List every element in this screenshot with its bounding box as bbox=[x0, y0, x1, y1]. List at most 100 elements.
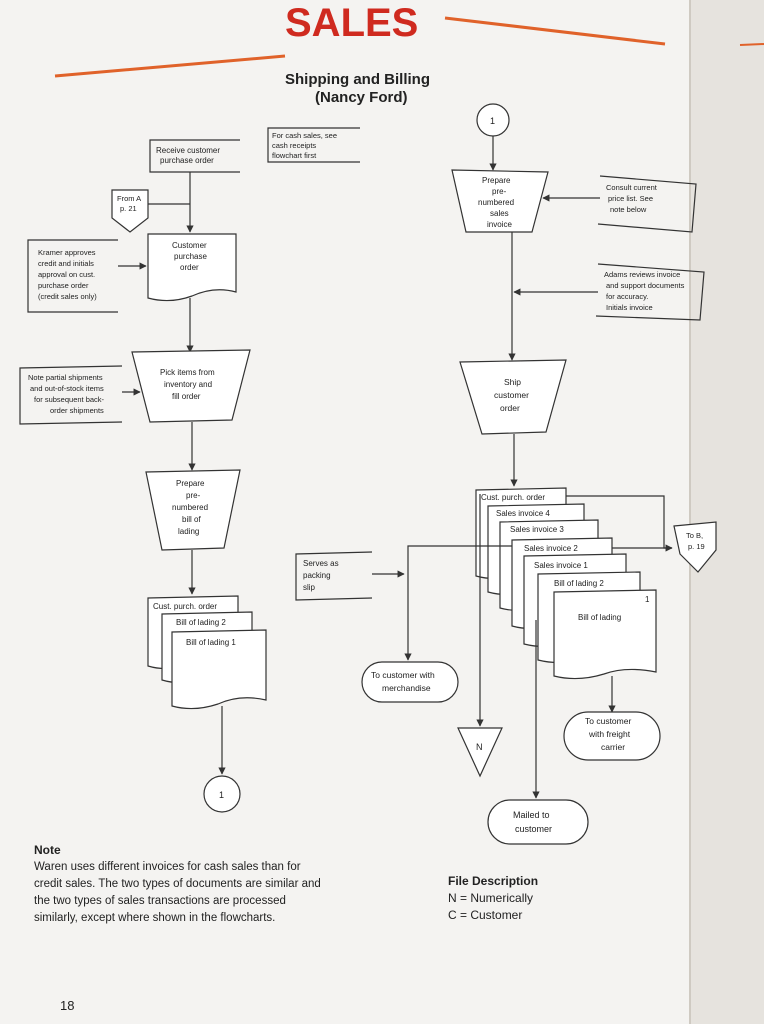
packing-slip-bracket bbox=[295, 551, 373, 601]
prepare-bol-line-5: lading bbox=[178, 527, 199, 536]
prepare-invoice-line-4: sales bbox=[490, 209, 509, 218]
right-stack-line-1: Cust. purch. order bbox=[481, 493, 545, 502]
from-a-line-1: From A bbox=[117, 194, 141, 203]
note-line-1: Waren uses different invoices for cash s… bbox=[34, 861, 301, 873]
prepare-invoice-line-5: invoice bbox=[487, 220, 512, 229]
page-right-edge bbox=[690, 0, 764, 1024]
packing-slip-line-3: slip bbox=[303, 583, 316, 592]
mailed-line-2: customer bbox=[515, 824, 552, 834]
right-stack-line-4: Sales invoice 2 bbox=[524, 544, 578, 553]
legend-numerically: N = Numerically bbox=[448, 891, 533, 905]
file-n-label: N bbox=[476, 742, 483, 752]
to-b-connector bbox=[673, 521, 717, 573]
receive-po-line-1: Receive customer bbox=[156, 146, 220, 155]
left-stack-line-2: Bill of lading 2 bbox=[176, 618, 226, 627]
cash-sales-bracket bbox=[267, 127, 360, 163]
bottom-connector-1 bbox=[203, 775, 241, 813]
right-stack-line-2: Sales invoice 4 bbox=[496, 509, 550, 518]
right-stack-line-6: Bill of lading 2 bbox=[554, 579, 604, 588]
adams-line-4: Initials invoice bbox=[606, 303, 653, 312]
adams-line-3: for accuracy. bbox=[606, 292, 648, 301]
to-freight-line-2: with freight bbox=[588, 729, 631, 739]
right-stack-line-8: Bill of lading bbox=[578, 613, 621, 622]
file-numerically bbox=[457, 727, 503, 778]
partial-line-2: and out-of-stock items bbox=[30, 384, 104, 393]
ship-line-3: order bbox=[500, 403, 520, 413]
kramer-line-2: credit and initials bbox=[38, 259, 94, 268]
prepare-bol-line-3: numbered bbox=[172, 503, 208, 512]
customer-po-line-1: Customer bbox=[172, 241, 207, 250]
adams-line-1: Adams reviews invoice bbox=[604, 270, 680, 279]
pick-items-line-2: inventory and bbox=[164, 380, 212, 389]
bottom-connector-label: 1 bbox=[219, 790, 224, 800]
flow-line-to-merchandise bbox=[404, 545, 512, 661]
prepare-bol-line-4: bill of bbox=[182, 515, 201, 524]
cash-sales-line-3: flowchart first bbox=[272, 151, 317, 160]
left-doc-bol-1 bbox=[171, 629, 267, 710]
pick-items-line-3: fill order bbox=[172, 392, 201, 401]
right-stack-line-3: Sales invoice 3 bbox=[510, 525, 564, 534]
mailed-line-1: Mailed to bbox=[513, 810, 550, 820]
from-a-line-2: p. 21 bbox=[120, 204, 137, 213]
right-stack-line-5: Sales invoice 1 bbox=[534, 561, 588, 570]
to-customer-merchandise-terminal bbox=[361, 661, 459, 703]
consult-bracket bbox=[597, 175, 697, 233]
receive-po-line-2: purchase order bbox=[160, 156, 214, 165]
mailed-terminal bbox=[487, 799, 589, 845]
right-stack-line-7: 1 bbox=[645, 595, 650, 604]
prepare-bol-line-2: pre- bbox=[186, 491, 201, 500]
subtitle-line-2: (Nancy Ford) bbox=[315, 89, 408, 106]
partial-line-1: Note partial shipments bbox=[28, 373, 103, 382]
prepare-invoice-operation bbox=[451, 169, 549, 233]
customer-po-line-2: purchase bbox=[174, 252, 207, 261]
partial-line-3: for subsequent back- bbox=[34, 395, 105, 404]
right-doc-bol-1 bbox=[553, 589, 657, 680]
to-merch-line-1: To customer with bbox=[371, 670, 435, 680]
left-stack-line-1: Cust. purch. order bbox=[153, 602, 217, 611]
customer-po-line-3: order bbox=[180, 263, 199, 272]
customer-po-document bbox=[147, 233, 237, 302]
consult-line-3: note below bbox=[610, 205, 647, 214]
adams-line-2: and support documents bbox=[606, 281, 685, 290]
kramer-line-5: (credit sales only) bbox=[38, 292, 97, 301]
to-freight-terminal bbox=[563, 711, 661, 761]
subtitle-line-1: Shipping and Billing bbox=[285, 71, 430, 88]
prepare-bol-operation bbox=[145, 469, 241, 551]
note-heading: Note bbox=[34, 843, 61, 857]
packing-slip-line-1: Serves as bbox=[303, 559, 339, 568]
to-b-line-2: p. 19 bbox=[688, 542, 705, 551]
kramer-line-4: purchase order bbox=[38, 281, 89, 290]
cash-sales-line-2: cash receipts bbox=[272, 141, 316, 150]
header-rule-edge bbox=[739, 43, 764, 46]
page-title: SALES bbox=[285, 1, 418, 45]
header-rule-right bbox=[444, 16, 666, 46]
note-line-3: the two types of sales transactions are … bbox=[34, 895, 286, 907]
from-a-connector bbox=[111, 189, 149, 233]
ship-order-operation bbox=[459, 359, 567, 435]
note-line-2: credit sales. The two types of documents… bbox=[34, 878, 321, 890]
kramer-bracket bbox=[27, 239, 118, 313]
header-rule-left bbox=[54, 54, 286, 78]
note-line-4: similarly, except where shown in the flo… bbox=[34, 912, 275, 924]
to-freight-line-1: To customer bbox=[585, 716, 631, 726]
pick-items-line-1: Pick items from bbox=[160, 368, 215, 377]
top-connector-label: 1 bbox=[490, 116, 495, 126]
to-freight-line-3: carrier bbox=[601, 742, 625, 752]
partial-line-4: order shipments bbox=[50, 406, 104, 415]
prepare-invoice-line-1: Prepare bbox=[482, 176, 511, 185]
cash-sales-line-1: For cash sales, see bbox=[272, 131, 337, 140]
receive-po-bracket bbox=[149, 139, 240, 173]
kramer-line-1: Kramer approves bbox=[38, 248, 96, 257]
left-stack-line-3: Bill of lading 1 bbox=[186, 638, 236, 647]
packing-slip-line-2: packing bbox=[303, 571, 331, 580]
prepare-bol-line-1: Prepare bbox=[176, 479, 205, 488]
consult-line-2: price list. See bbox=[608, 194, 653, 203]
legend-title: File Description bbox=[448, 874, 538, 888]
adams-bracket bbox=[595, 263, 705, 321]
to-b-line-1: To B, bbox=[686, 531, 703, 540]
legend-customer: C = Customer bbox=[448, 908, 522, 922]
kramer-line-3: approval on cust. bbox=[38, 270, 95, 279]
prepare-invoice-line-2: pre- bbox=[492, 187, 507, 196]
